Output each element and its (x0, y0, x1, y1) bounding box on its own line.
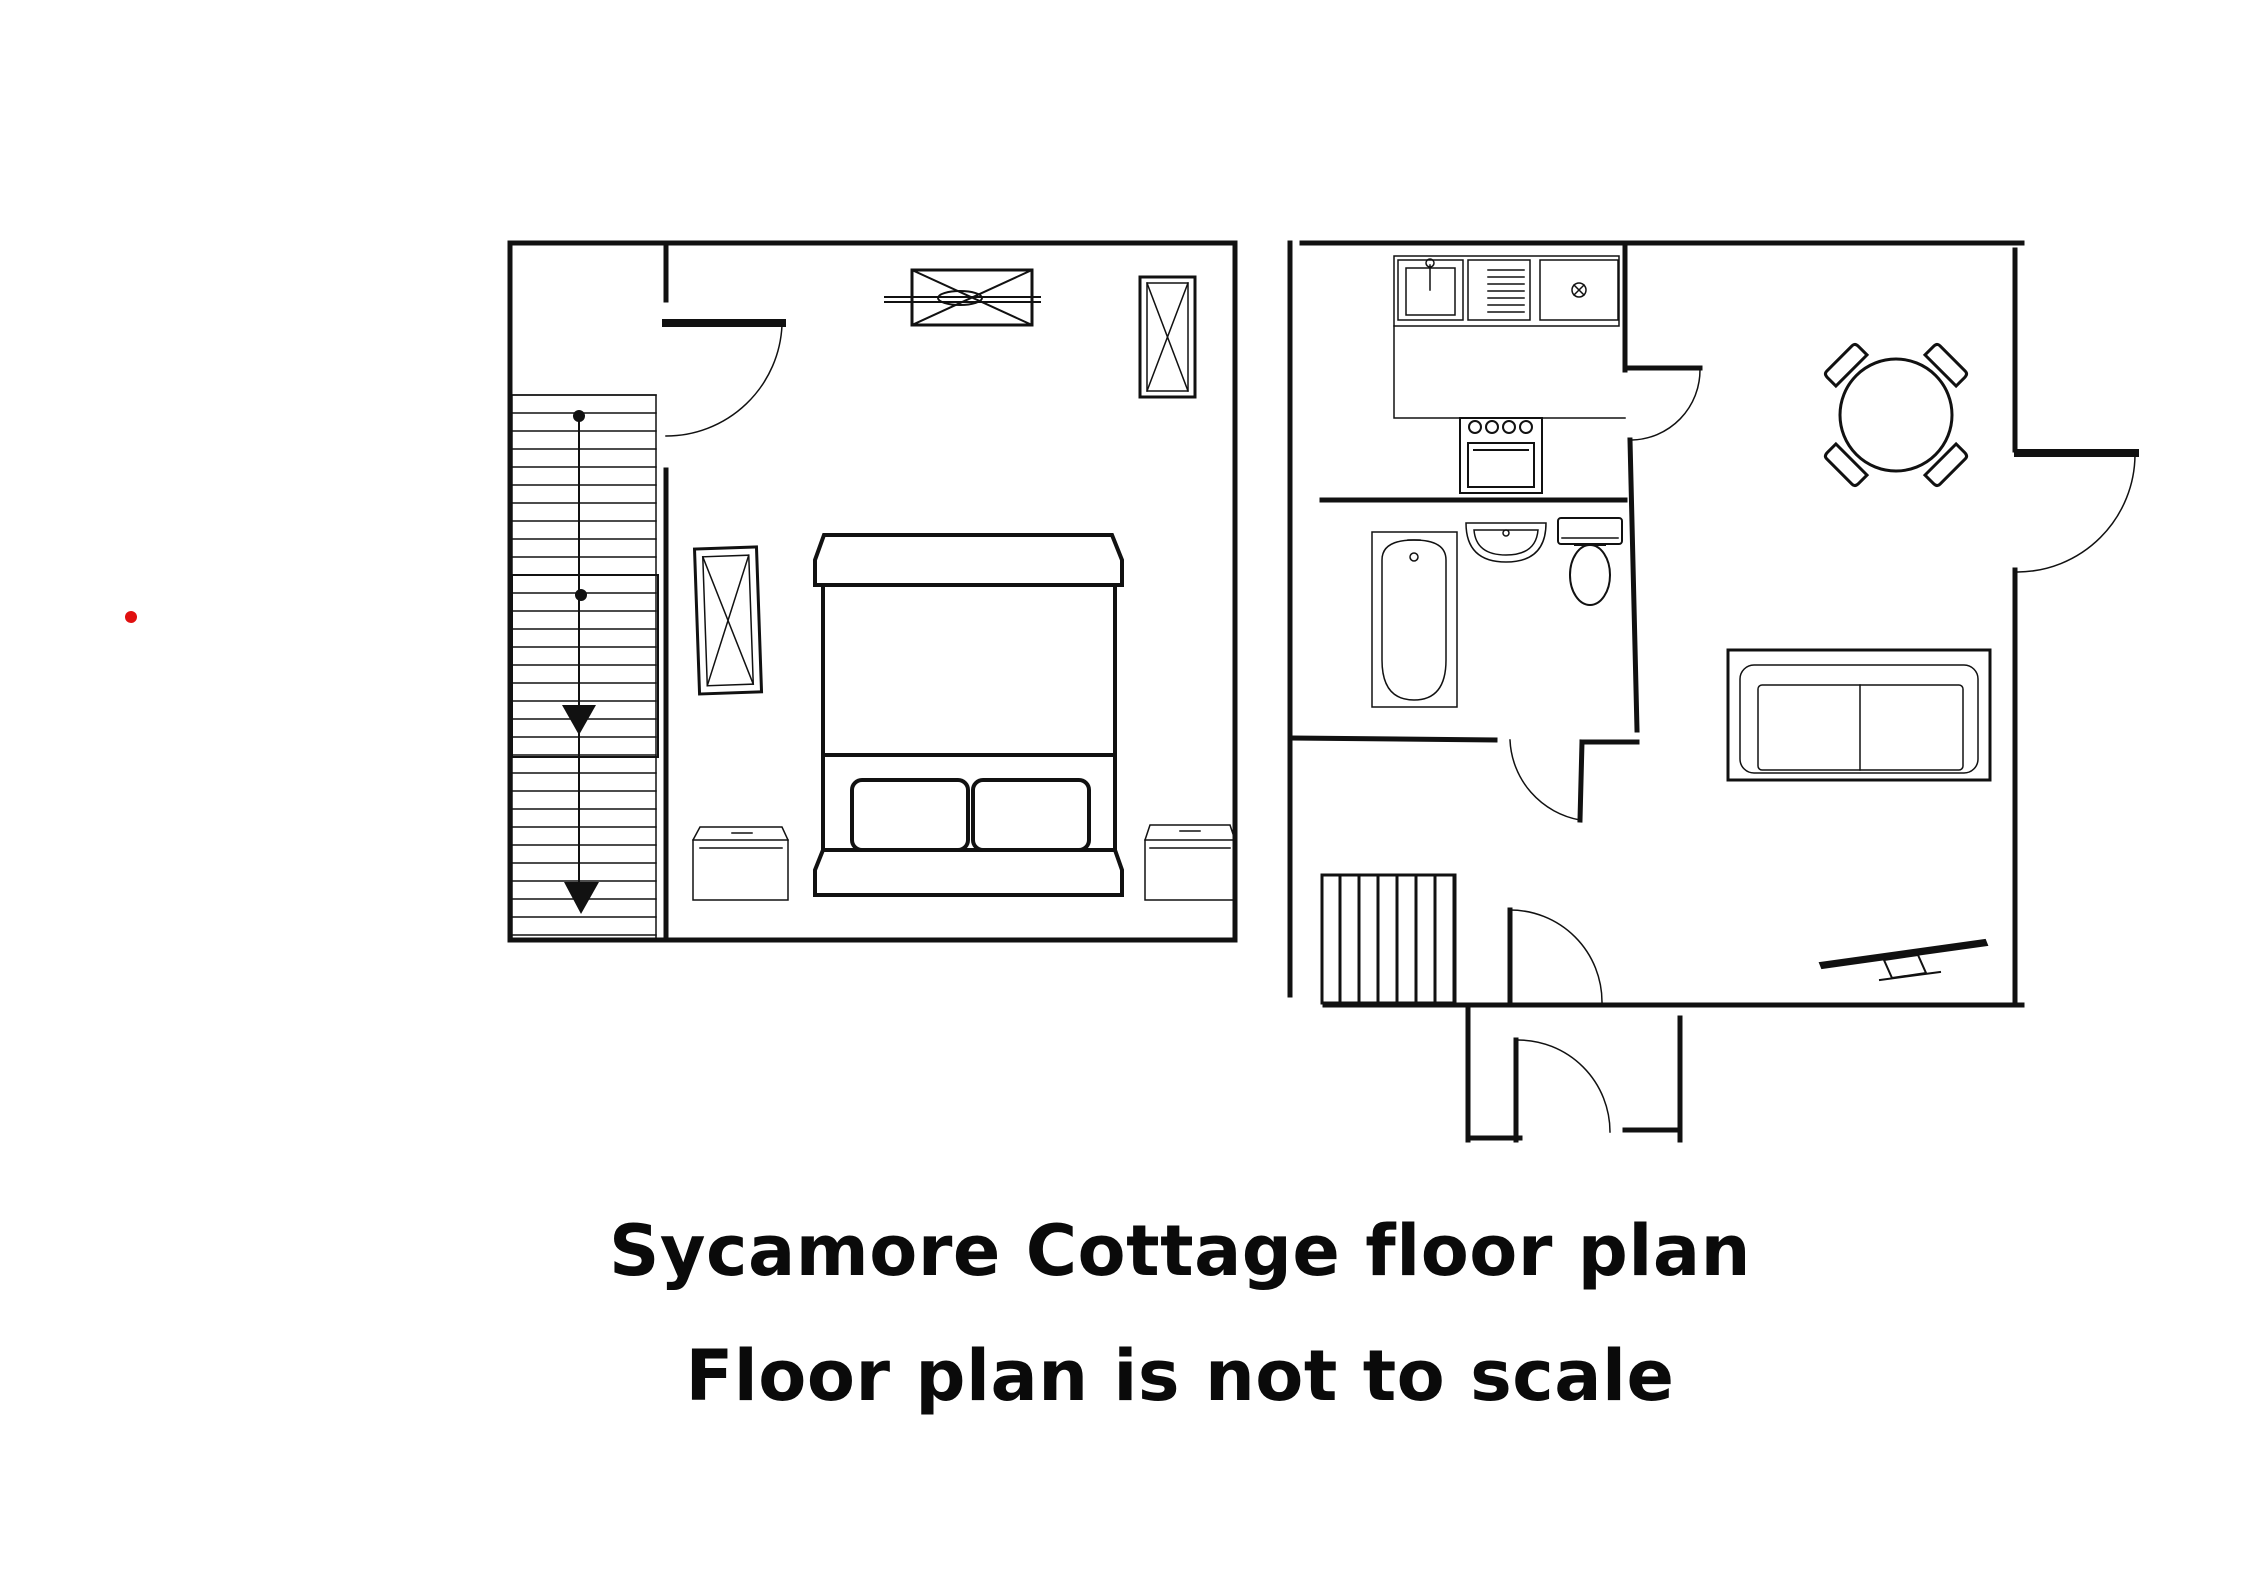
bedroom-door-swing (665, 324, 783, 437)
double-bed (813, 533, 1124, 897)
exterior-door-swing (2017, 454, 2136, 573)
entrance-door-swing (1517, 1039, 1611, 1133)
cabinet-top-right (1138, 275, 1197, 399)
kitchen-counter (1393, 255, 1626, 419)
staircase (511, 394, 659, 941)
ground-floor (1287, 240, 2139, 1143)
toilet (1557, 517, 1623, 606)
basin (1465, 522, 1547, 563)
cooker (1459, 417, 1543, 494)
red-marker-dot (125, 611, 137, 623)
dining-set (1823, 342, 1969, 488)
cabinet-left (692, 545, 764, 696)
bedside-table-left (691, 826, 789, 901)
bathroom-door-swing (1509, 739, 1581, 821)
bathtub (1371, 531, 1458, 708)
upper-floor-walls (507, 240, 1238, 943)
hall-door-swing (1509, 909, 1603, 1003)
scale-note: Floor plan is not to scale (685, 1335, 1675, 1417)
floor-plan-title: Sycamore Cottage floor plan (609, 1210, 1751, 1292)
upper-floor (507, 240, 1238, 943)
bedside-table-right (1144, 824, 1236, 901)
ground-floor-walls (1287, 240, 2139, 1143)
storage-unit (1320, 873, 1457, 1005)
kitchen-door-swing (1631, 369, 1701, 441)
wall-window-top (884, 268, 1041, 327)
sofa (1726, 648, 1992, 782)
tv-unit (1818, 938, 1989, 982)
